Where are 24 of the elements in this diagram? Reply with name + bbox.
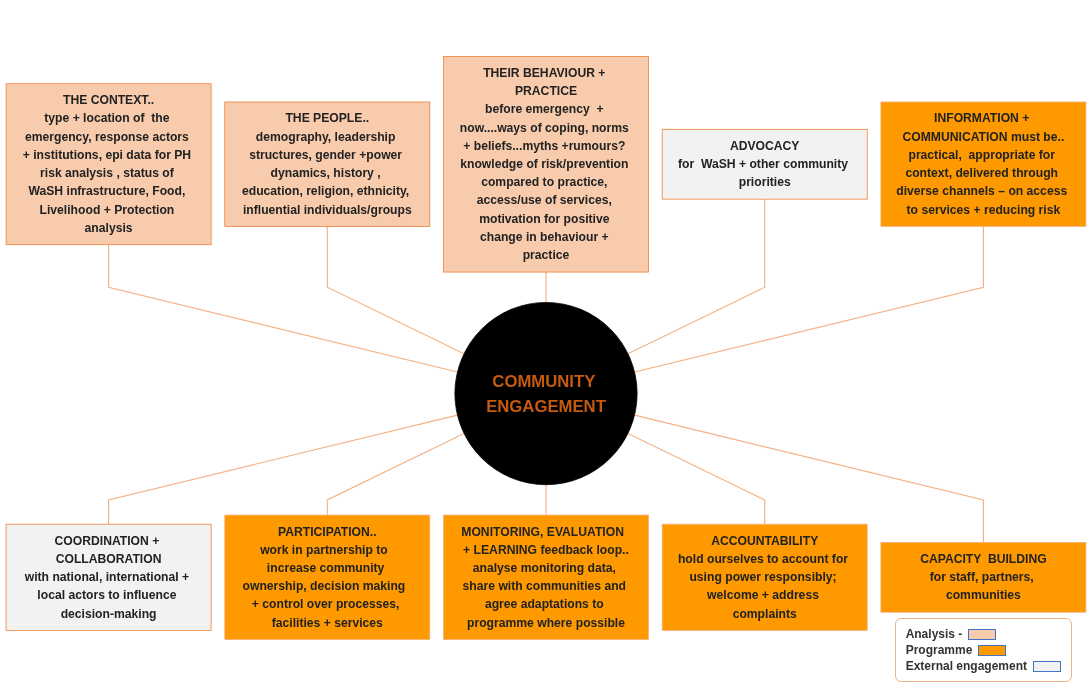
- node-box: THEIR BEHAVIOUR + PRACTICE before emergency + now....ways of coping, norms + beliefs...myths +rumours? knowledge of risk/prevention compared to practice, access/use of services, motivation for positive change in behaviour + practice: [443, 56, 649, 273]
- node-box: ACCOUNTABILITY hold ourselves to account for using power responsibly; welcome + address complaints: [661, 523, 868, 631]
- connector: [326, 432, 465, 516]
- node-circle: COMMUNITY ENGAGEMENT: [454, 302, 638, 486]
- node-box: ADVOCACY for WaSH + other community priorities: [661, 128, 868, 200]
- legend-label: External engagement: [905, 659, 1027, 673]
- connector: [545, 271, 547, 303]
- connector: [326, 225, 465, 355]
- connector: [633, 225, 984, 373]
- node-box: MONITORING, EVALUATION + LEARNING feedback loop.. analyse monitoring data, share with communities and agree adaptations to programme where possible: [443, 514, 649, 640]
- connector: [633, 414, 984, 543]
- connector: [627, 432, 766, 525]
- node-box: PARTICIPATION.. work in partnership to increase community ownership, decision making + control over processes, facilities + services: [224, 514, 431, 640]
- node-box: THE CONTEXT.. type + location of the emergency, response actors + institutions, epi data for PH risk analysis , status of WaSH infrastructure, Food, Livelihood + Protection analysis: [5, 83, 212, 246]
- connector: [108, 244, 458, 373]
- node-box: INFORMATION + COMMUNICATION must be.. practical, appropriate for context, delivered through diverse channels – on access to services + reducing risk: [880, 101, 1087, 227]
- legend-label: Programme: [905, 643, 973, 657]
- connector: [545, 484, 547, 516]
- node-box: CAPACITY BUILDING for staff, partners, communities: [880, 542, 1087, 613]
- node-box: COORDINATION + COLLABORATION with national, international + local actors to influence decision-making: [5, 523, 212, 631]
- connector: [627, 198, 766, 355]
- connector: [108, 414, 458, 525]
- legend-label: Analysis -: [905, 627, 963, 641]
- node-box: THE PEOPLE.. demography, leadership structures, gender +power dynamics, history , education, religion, ethnicity, influential individuals/groups: [224, 101, 431, 227]
